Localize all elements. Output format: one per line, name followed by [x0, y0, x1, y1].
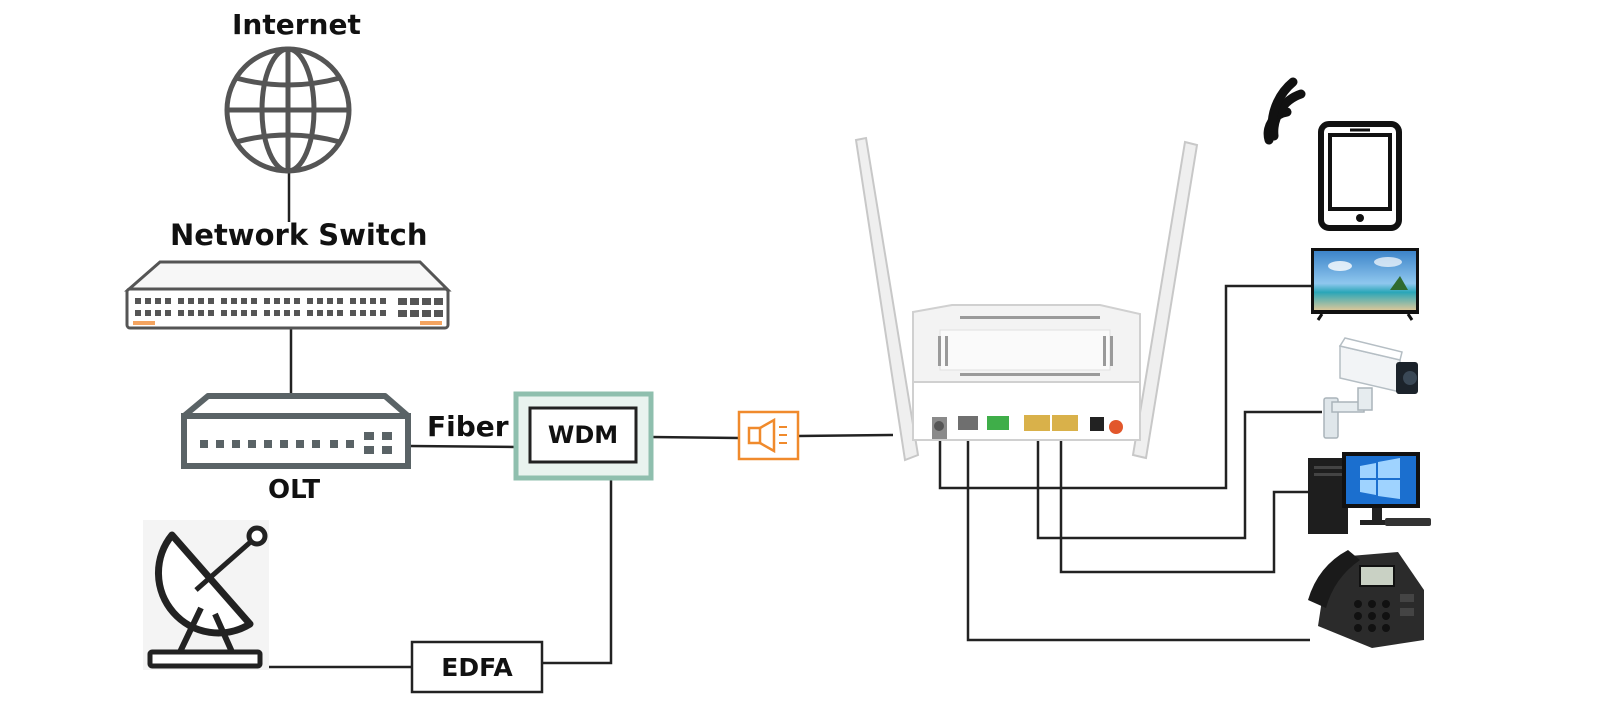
edfa-box	[410, 640, 544, 694]
connection-lines	[262, 172, 1322, 669]
olt-icon	[181, 393, 411, 469]
olt-label: OLT	[268, 475, 321, 505]
desktop-computer-icon	[1308, 452, 1431, 534]
internet-label: Internet	[232, 8, 361, 41]
line-router-camera	[1036, 410, 1322, 540]
wdm-label: WDM	[547, 421, 619, 449]
line-router-tv	[938, 284, 1312, 490]
security-camera-icon	[1323, 337, 1418, 439]
satellite-dish-icon	[143, 520, 269, 670]
network-switch-label: Network Switch	[170, 218, 428, 252]
line-router-phone	[966, 440, 1310, 642]
line-olt-wdm	[409, 444, 517, 449]
onu-router-icon	[854, 136, 1199, 462]
tv-icon	[1311, 248, 1419, 321]
tablet-icon	[1318, 121, 1402, 231]
line-wdm-edfa	[542, 479, 613, 665]
fiber-label: Fiber	[427, 410, 509, 443]
optical-splitter-icon	[737, 410, 800, 461]
wdm-box	[513, 391, 654, 481]
globe-icon	[224, 46, 352, 174]
telephone-icon	[1308, 550, 1424, 648]
line-router-computer	[1059, 440, 1310, 574]
edfa-label: EDFA	[441, 652, 513, 682]
line-wdm-splitter	[650, 435, 740, 440]
wifi-signal-icon	[1263, 77, 1306, 145]
network-switch-icon	[124, 260, 452, 330]
line-splitter-router	[797, 433, 894, 438]
